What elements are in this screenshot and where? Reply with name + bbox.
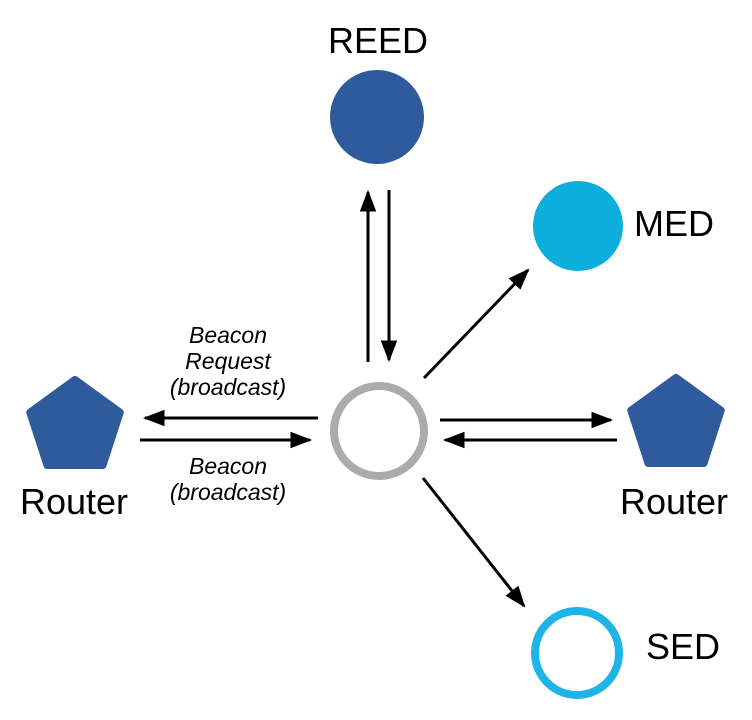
beacon-broadcast-label-line-2: (broadcast) (169, 479, 287, 505)
med-node (533, 181, 623, 271)
med-label: MED (634, 203, 714, 244)
reed-label: REED (327, 20, 429, 61)
beacon-broadcast-label-line-1: Beacon (188, 453, 267, 479)
sed-node (531, 607, 623, 699)
arrow-center-to-med (422, 268, 530, 380)
beacon-request-label-line-1: Beacon (188, 322, 267, 348)
router-right-label: Router (619, 481, 729, 522)
joining-device-node (330, 382, 428, 480)
router-left-node (26, 376, 124, 469)
beacon-request-label-line-3: (broadcast) (169, 374, 287, 400)
arrow-center-to-sed (421, 477, 526, 608)
router-left-label: Router (19, 481, 129, 522)
beacon-broadcast-label: Beacon (broadcast) (128, 453, 328, 505)
reed-node (330, 70, 424, 164)
beacon-request-label-line-2: Request (185, 348, 271, 374)
beacon-request-label: Beacon Request (broadcast) (128, 322, 328, 400)
sed-label: SED (646, 626, 721, 667)
router-right-node (627, 374, 725, 467)
